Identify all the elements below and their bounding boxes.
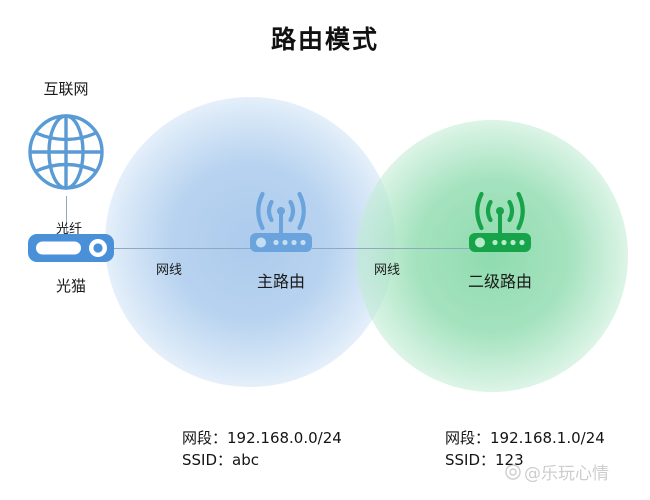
main-router-label: 主路由 [256, 272, 305, 291]
router-icon [250, 191, 312, 252]
left-ssid-value: SSID：abc [182, 450, 259, 469]
watermark-text: @乐玩心情 [524, 464, 609, 484]
left-subnet-value: 网段：192.168.0.0/24 [182, 429, 342, 447]
globe-icon [28, 114, 104, 190]
fiber-label: 光纤 [56, 222, 83, 237]
modem-node[interactable] [28, 234, 114, 267]
modem-label: 光猫 [55, 277, 86, 295]
cable-label-1: 网线 [156, 263, 183, 278]
right-subnet-value: 网段：192.168.1.0/24 [445, 429, 605, 447]
left-network-info: 网段：192.168.0.0/24 SSID：abc [182, 428, 342, 472]
secondary-router-node[interactable] [463, 186, 537, 263]
cable-line-main-to-secondary [312, 248, 472, 249]
internet-node[interactable] [22, 108, 110, 201]
right-network-info: 网段：192.168.1.0/24 SSID：123 [445, 428, 605, 472]
cable-line-modem-to-main [112, 248, 254, 249]
internet-label: 互联网 [43, 80, 89, 98]
fiber-line [66, 196, 67, 248]
watermark-logo-icon [505, 463, 521, 480]
page-title: 路由模式 [270, 25, 379, 54]
router-icon [469, 191, 531, 252]
right-ssid-value: SSID：123 [445, 450, 524, 469]
modem-icon [28, 234, 114, 262]
cable-label-2: 网线 [374, 263, 401, 278]
green-coverage-circle [356, 120, 628, 392]
watermark: @乐玩心情 [505, 459, 609, 484]
main-router-node[interactable] [244, 186, 318, 263]
secondary-router-label: 二级路由 [467, 272, 532, 291]
